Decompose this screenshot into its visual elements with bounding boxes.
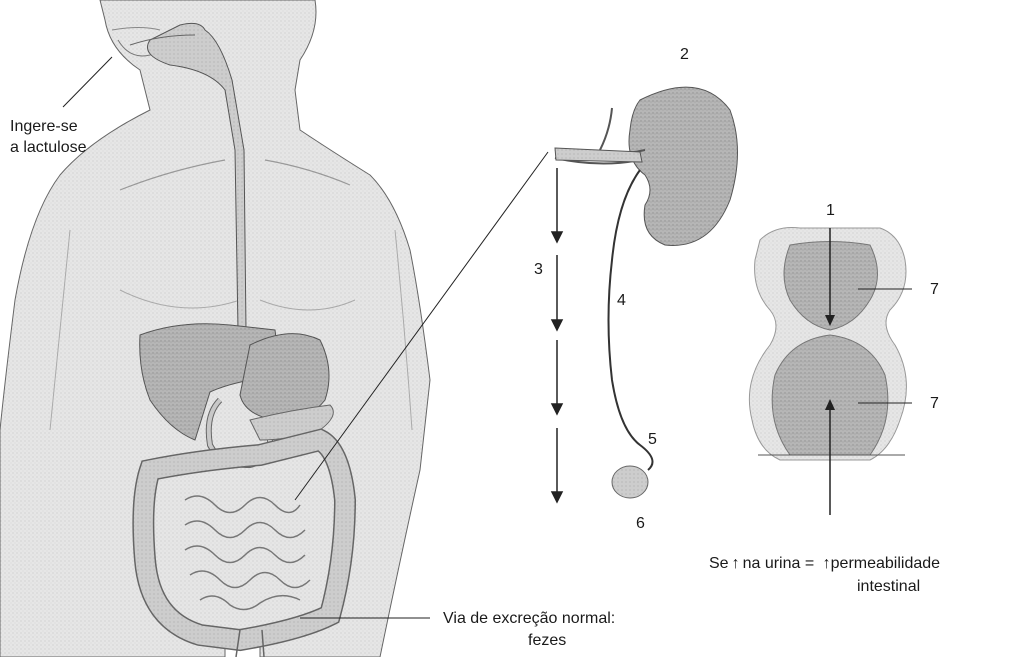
kidney — [629, 87, 738, 245]
up-arrow-icon: ↑ — [732, 555, 740, 572]
up-arrow-icon: ↑ — [823, 555, 831, 572]
result-mid: na urina = — [743, 555, 815, 572]
result-suffix: permeabilidade — [831, 555, 940, 572]
number-4: 4 — [617, 291, 626, 311]
result-prefix: Se — [709, 555, 729, 572]
excretion-label-line2: fezes — [528, 631, 566, 651]
intestinal-cells — [749, 228, 912, 516]
bladder — [612, 466, 648, 498]
number-2: 2 — [680, 45, 689, 65]
result-label-line1: Se↑na urina = ↑permeabilidade — [709, 554, 940, 574]
number-7-lower: 7 — [930, 394, 939, 414]
number-1: 1 — [826, 201, 835, 221]
number-3: 3 — [534, 260, 543, 280]
ingest-label-line1: Ingere-se — [10, 117, 78, 137]
ingest-pointer-line — [63, 57, 112, 107]
result-label-line2: intestinal — [857, 577, 920, 597]
number-7-upper: 7 — [930, 280, 939, 300]
number-6: 6 — [636, 514, 645, 534]
excretion-label-line1: Via de excreção normal: — [443, 609, 615, 629]
ingest-label-line2: a lactulose — [10, 138, 87, 158]
kidney-group — [555, 87, 738, 498]
down-arrows — [552, 168, 562, 502]
number-5: 5 — [648, 430, 657, 450]
